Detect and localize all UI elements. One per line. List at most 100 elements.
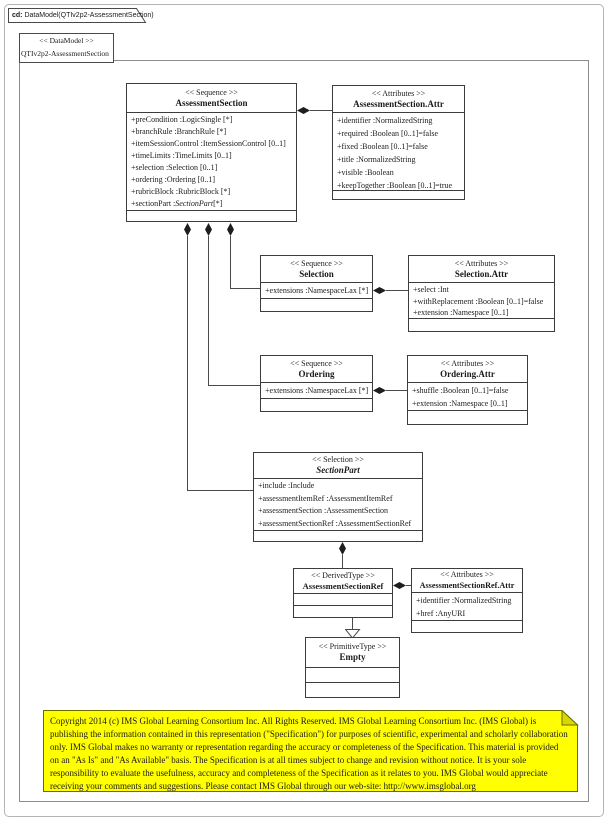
attribute-row: +assessmentSectionRef :AssessmentSection… xyxy=(258,518,412,528)
attribute-row: +extensions :NamespaceLax [*] xyxy=(265,386,369,395)
attribute-row: +ordering :Ordering [0..1] xyxy=(131,175,216,184)
class-name: SectionPart xyxy=(316,465,360,475)
attribute-row: +include :Include xyxy=(258,481,315,490)
attribute-row: +itemSessionControl :ItemSessionControl … xyxy=(131,139,286,148)
composition-diamond-icon xyxy=(373,287,386,294)
tab-title: cd: DataModel(QTIv2p2-AssessmentSection) xyxy=(12,9,154,22)
empty-compartment xyxy=(333,191,464,199)
copyright-text: Copyright 2014 (c) IMS Global Learning C… xyxy=(50,716,568,791)
class-name: AssessmentSection.Attr xyxy=(353,98,444,109)
class-selection: << Sequence >> Selection +extensions :Na… xyxy=(260,255,373,312)
attribute-row: +shuffle :Boolean [0..1]=false xyxy=(412,386,509,395)
tab-prefix: cd: xyxy=(12,12,23,19)
connector-line xyxy=(386,290,408,291)
composition-diamond-icon xyxy=(393,582,406,589)
copyright-note xyxy=(43,709,579,798)
connector-line xyxy=(352,618,353,629)
attribute-row: +title :NormalizedString xyxy=(337,155,416,164)
composition-diamond-icon xyxy=(339,542,346,555)
attribute-row: +extensions :NamespaceLax [*] xyxy=(265,286,369,295)
empty-compartment xyxy=(412,621,522,632)
empty-compartment xyxy=(294,606,392,617)
tab-label: DataModel(QTIv2p2-AssessmentSection) xyxy=(24,12,154,19)
connector-line xyxy=(208,385,260,386)
attribute-row: +timeLimits :TimeLimits [0..1] xyxy=(131,151,232,160)
tab-shape-icon xyxy=(8,8,147,23)
class-sectionpart: << Selection >> SectionPart +include :In… xyxy=(253,452,423,542)
connector-line xyxy=(230,236,231,288)
class-stereotype: << Sequence >> xyxy=(290,258,343,268)
frame-name: QTIv2p2-AssessmentSection xyxy=(21,49,109,58)
datamodel-frame xyxy=(19,60,589,802)
attribute-row: +branchRule :BranchRule [*] xyxy=(131,127,227,136)
attribute-row: +assessmentItemRef :AssessmentItemRef xyxy=(258,493,393,503)
composition-diamond-icon xyxy=(373,387,386,394)
attribute-row: +rubricBlock :RubricBlock [*] xyxy=(131,187,231,196)
class-assessmentsectionref-attr: << Attributes >> AssessmentSectionRef.At… xyxy=(411,568,523,633)
class-stereotype: << Selection >> xyxy=(312,455,364,464)
class-stereotype: << Attributes >> xyxy=(440,358,495,368)
empty-compartment xyxy=(254,531,422,541)
class-stereotype: << Sequence >> xyxy=(290,358,343,368)
attribute-row: +withReplacement :Boolean [0..1]=false xyxy=(413,296,544,306)
diagram-tab: cd: DataModel(QTIv2p2-AssessmentSection) xyxy=(8,8,154,29)
class-name: AssessmentSectionRef.Attr xyxy=(419,581,515,590)
attribute-row: +identifier :NormalizedString xyxy=(416,596,512,605)
class-empty: << PrimitiveType >> Empty xyxy=(305,637,400,698)
attribute-row: +selection :Selection [0..1] xyxy=(131,163,218,172)
class-name: AssessmentSection xyxy=(175,97,248,108)
class-selection-attr: << Attributes >> Selection.Attr +select … xyxy=(408,255,555,332)
page-border xyxy=(4,4,604,817)
class-name: Ordering xyxy=(298,368,335,379)
class-stereotype: << Attributes >> xyxy=(371,88,426,98)
empty-compartment xyxy=(261,299,372,311)
attribute-row: +visible :Boolean xyxy=(337,168,394,177)
empty-compartment xyxy=(409,319,554,331)
class-ordering: << Sequence >> Ordering +extensions :Nam… xyxy=(260,355,373,412)
composition-diamond-icon xyxy=(205,223,212,236)
class-name: Ordering.Attr xyxy=(440,368,495,379)
connector-line xyxy=(230,288,260,289)
class-stereotype: << DerivedType >> xyxy=(311,570,375,580)
note-shape-icon xyxy=(43,709,579,792)
class-name: Selection.Attr xyxy=(454,268,509,279)
attribute-row: +sectionPart :SectionPart[*] xyxy=(131,199,223,208)
class-stereotype: << Attributes >> xyxy=(440,570,494,579)
empty-compartment xyxy=(306,668,399,683)
attribute-row: +select :Int xyxy=(413,285,449,294)
empty-compartment xyxy=(306,683,399,697)
class-name: AssessmentSectionRef xyxy=(302,580,384,591)
empty-compartment xyxy=(127,211,296,221)
composition-diamond-icon xyxy=(297,107,310,114)
attribute-row: +keepTogether :Boolean [0..1]=true xyxy=(337,181,453,190)
attribute-row: +extension :Namespace [0..1] xyxy=(412,399,508,408)
frame-stereotype: << DataModel >> xyxy=(39,36,94,45)
connector-line xyxy=(208,236,209,385)
composition-diamond-icon xyxy=(227,223,234,236)
datamodel-frame-label: << DataModel >> QTIv2p2-AssessmentSectio… xyxy=(19,33,114,63)
attribute-row: +required :Boolean [0..1]=false xyxy=(337,129,438,138)
generalization-triangle-icon xyxy=(345,629,361,639)
empty-compartment xyxy=(408,411,527,424)
empty-compartment xyxy=(261,399,372,411)
attribute-row: +preCondition :LogicSingle [*] xyxy=(131,115,233,124)
attribute-row: +fixed :Boolean [0..1]=false xyxy=(337,142,428,151)
attribute-row: +href :AnyURI xyxy=(416,609,466,618)
attribute-row: +extension :Namespace [0..1] xyxy=(413,308,509,317)
class-assessmentsectionref: << DerivedType >> AssessmentSectionRef xyxy=(293,568,393,618)
class-name: Selection xyxy=(299,268,334,279)
composition-diamond-icon xyxy=(184,223,191,236)
attribute-row: +identifier :NormalizedString xyxy=(337,116,433,125)
class-name: Empty xyxy=(339,652,366,662)
class-stereotype: << Sequence >> xyxy=(185,87,238,97)
class-ordering-attr: << Attributes >> Ordering.Attr +shuffle … xyxy=(407,355,528,425)
empty-compartment xyxy=(294,594,392,606)
connector-line xyxy=(187,490,253,491)
connector-line xyxy=(406,585,411,586)
class-stereotype: << Attributes >> xyxy=(454,258,509,268)
connector-line xyxy=(386,390,407,391)
attribute-row: +assessmentSection :AssessmentSection xyxy=(258,506,389,515)
class-stereotype: << PrimitiveType >> xyxy=(318,642,387,651)
class-assessmentsection: << Sequence >> AssessmentSection +preCon… xyxy=(126,83,297,222)
